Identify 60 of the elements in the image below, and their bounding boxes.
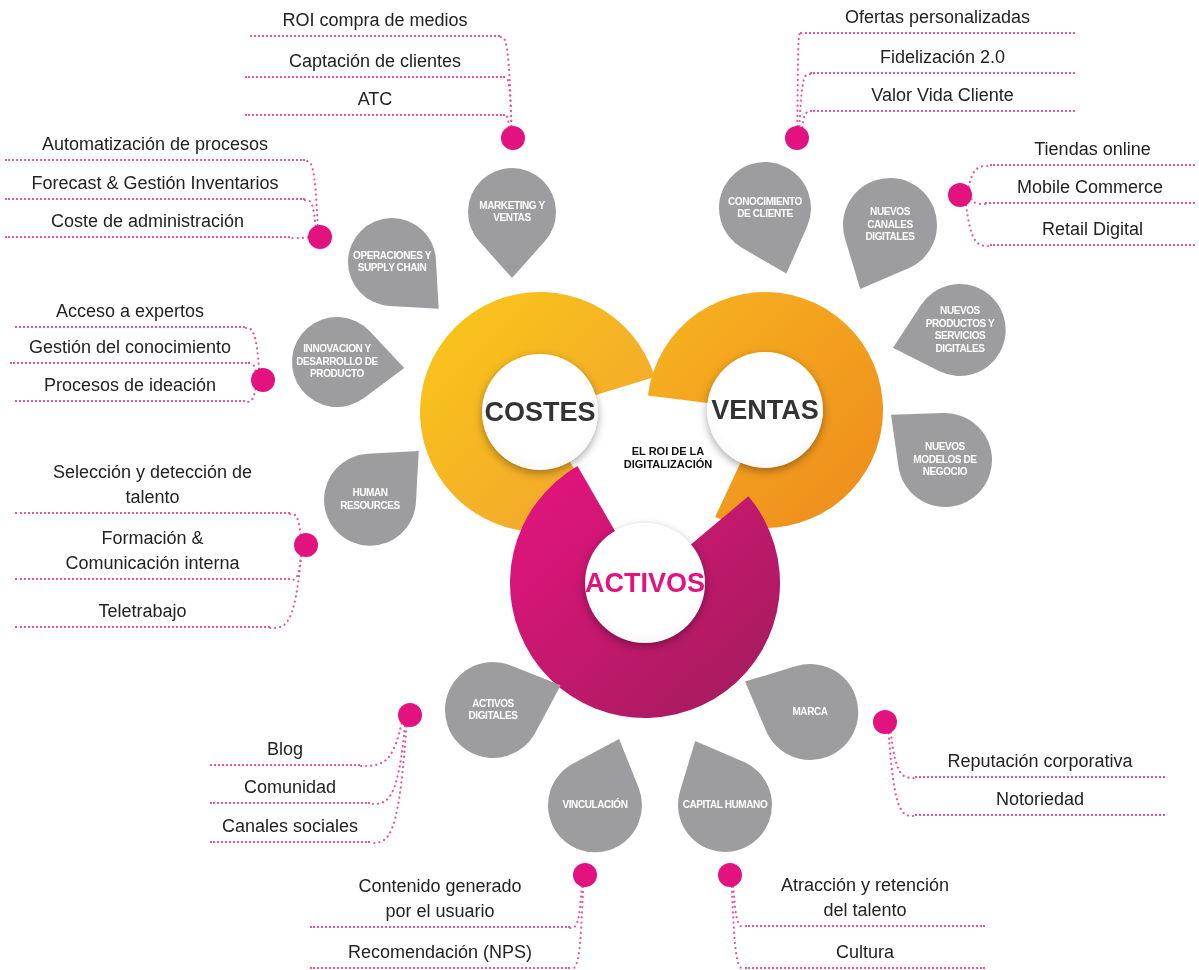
teardrop-tag: NUEVOS CANALES DIGITALES [843, 178, 937, 289]
teardrop-tag: MARCA [744, 664, 858, 760]
leader-line [887, 732, 917, 818]
bullet-dot [501, 126, 525, 150]
teardrop-tag: OPERACIONES Y SUPPLY CHAIN [348, 218, 439, 309]
list-item: Reputación corporativa [915, 749, 1165, 778]
list-item: Blog [210, 737, 360, 766]
list-item: Tiendas online [990, 137, 1195, 166]
teardrop-tag: NUEVOS MODELOS DE NEGOCIO [891, 413, 992, 507]
list-item: Fidelización 2.0 [810, 45, 1075, 74]
list-item: Comunidad [210, 775, 370, 804]
leader-line [288, 512, 302, 536]
list-item: Acceso a expertos [15, 299, 245, 328]
teardrop-tag: HUMAN RESOURCES [324, 451, 419, 546]
list-item: Cultura [745, 940, 985, 969]
list-item: Forecast & Gestión Inventarios [5, 171, 305, 200]
bullet-dot [948, 183, 972, 207]
list-item: Recomendación (NPS) [310, 940, 570, 969]
bullet-dot [573, 863, 597, 887]
leader-line [268, 554, 303, 630]
bullet-dot [398, 703, 422, 727]
list-item: Mobile Commerce [985, 175, 1195, 204]
bullet-dot [294, 533, 318, 557]
center-label: EL ROI DE LA DIGITALIZACIÓN [623, 445, 713, 471]
list-item: Formación & Comunicación interna [15, 526, 290, 580]
list-item: Atracción y retención del talento [745, 873, 985, 927]
list-item: ROI compra de medios [250, 8, 500, 37]
leader-line [798, 72, 812, 128]
bullet-dot [873, 710, 897, 734]
list-item: Captación de clientes [245, 49, 505, 78]
list-item: Retail Digital [990, 217, 1195, 246]
teardrop-tag: VINCULACIÓN [548, 738, 642, 852]
list-item: Contenido generado por el usuario [310, 874, 570, 928]
list-item: Notoriedad [915, 787, 1165, 816]
leader-line [889, 731, 917, 780]
bullet-dot [785, 126, 809, 150]
leader-line [568, 885, 583, 930]
bullet-dot [718, 863, 742, 887]
teardrop-tag: CONOCIMIENTO DE CLIENTE [719, 162, 811, 274]
list-item: Gestión del conocimiento [10, 335, 250, 364]
list-item: Teletrabajo [15, 599, 270, 628]
leader-line [303, 198, 317, 227]
list-item: Valor Vida Cliente [810, 83, 1075, 112]
leader-line [796, 32, 802, 128]
leader-line [303, 159, 319, 227]
teardrop-tag: NUEVOS PRODUCTOS Y SERVICIOS DIGITALES [893, 284, 1006, 376]
teardrop-tag: ACTIVOS DIGITALES [445, 662, 561, 758]
teardrop-tag: MARKETING Y VENTAS [468, 168, 556, 278]
list-item: ATC [245, 87, 505, 116]
list-item: Automatización de procesos [5, 132, 305, 161]
bullet-dot [308, 225, 332, 249]
list-item: Selección y detección de talento [15, 460, 290, 514]
list-item: Procesos de ideación [15, 373, 245, 402]
teardrop-tag: INNOVACION Y DESARROLLO DE PRODUCTO [292, 317, 405, 407]
teardrop-tag: CAPITAL HUMANO [678, 741, 772, 852]
leader-line [358, 722, 403, 768]
list-item: Ofertas personalizadas [800, 5, 1075, 34]
list-item: Canales sociales [210, 814, 370, 843]
list-item: Coste de administración [5, 209, 290, 238]
bullet-dot [251, 368, 275, 392]
